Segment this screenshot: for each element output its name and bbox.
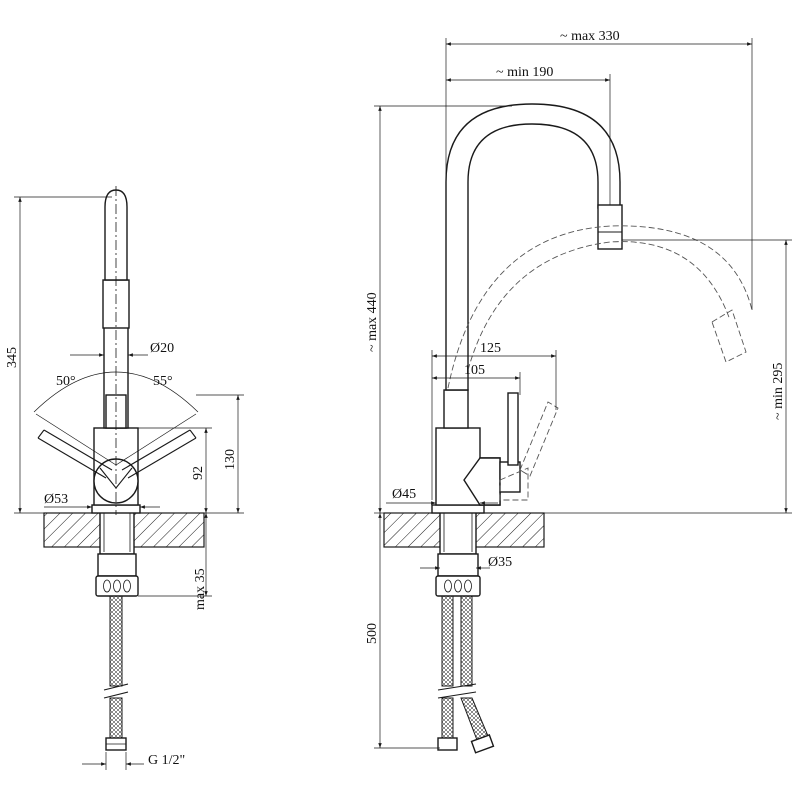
shank-side: [439, 507, 477, 555]
front-view: 50° 55° 345 Ø20 130 92 Ø53 max 35 G: [5, 186, 244, 770]
hose-nut-side-left: [437, 737, 458, 751]
hose-length-label: 500: [365, 623, 380, 644]
reach-min-label: ~ min 190: [496, 65, 553, 80]
offset-125-label: 125: [480, 341, 501, 356]
fixing-nut-front: [97, 553, 137, 577]
thread-label: G 1/2": [148, 753, 185, 768]
hose-nut-side-right: [470, 734, 495, 754]
total-height-label: ~ max 440: [365, 292, 380, 352]
hose-side-right: [460, 595, 473, 687]
shank-front: [99, 507, 135, 555]
hose-front: [109, 595, 123, 687]
spout-height-min-label: ~ min 295: [771, 363, 786, 420]
shank-diameter-label: Ø35: [488, 555, 512, 570]
lever-front: [37, 429, 197, 479]
spray-head: [597, 204, 623, 250]
angle-right-label: 55°: [153, 374, 173, 389]
body-height-label: 92: [191, 466, 206, 480]
angle-left-label: 50°: [56, 374, 76, 389]
fixing-depth-label: max 35: [193, 568, 208, 610]
lever-side: [507, 392, 519, 466]
pipe-diameter-label: Ø20: [150, 341, 174, 356]
hose-side-left: [441, 595, 454, 687]
spout-pipe-side: [443, 389, 469, 429]
base-diameter-label: Ø53: [44, 492, 68, 507]
fixing-nut-side: [437, 553, 479, 577]
body-diameter-label: Ø45: [392, 487, 416, 502]
gooseneck-spout: [445, 103, 621, 391]
reach-max-label: ~ max 330: [560, 29, 620, 44]
side-height-label: 345: [5, 347, 20, 368]
offset-105-label: 105: [464, 363, 485, 378]
side-view: ~ max 330 ~ min 190 ~ max 440 ~ min 295 …: [365, 29, 792, 754]
lever-zone-label: 130: [223, 449, 238, 470]
